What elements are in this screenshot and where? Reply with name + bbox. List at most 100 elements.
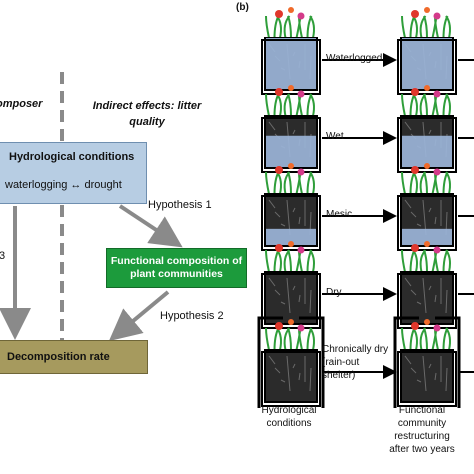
pot-tray xyxy=(261,117,321,173)
arrow-hypothesis-2 xyxy=(108,290,170,342)
soil-texture xyxy=(292,285,296,291)
flower-red xyxy=(411,244,419,252)
water-level xyxy=(266,38,316,89)
soil-texture xyxy=(410,367,417,374)
pot-tray xyxy=(261,195,321,251)
flower-red xyxy=(275,166,283,174)
row-label-waterlogged: Waterlogged xyxy=(326,53,383,64)
soil-texture xyxy=(434,372,437,381)
pot-soil xyxy=(400,271,454,325)
soil-texture xyxy=(410,289,417,296)
arrow-hypothesis-1 xyxy=(118,204,183,248)
soil-texture xyxy=(428,285,432,291)
pot-tray xyxy=(397,195,457,251)
soil-texture xyxy=(428,129,432,135)
grass-blade xyxy=(287,15,292,39)
grass-blade xyxy=(445,171,451,195)
soil-texture xyxy=(292,207,296,213)
flower-pink xyxy=(433,90,441,98)
water-level xyxy=(402,135,452,167)
grass-blade xyxy=(423,171,428,195)
shelter-right xyxy=(299,316,325,408)
pot-tray xyxy=(261,39,321,95)
grass-blade xyxy=(401,249,406,273)
soil-texture xyxy=(309,289,312,314)
soil-texture xyxy=(404,199,412,209)
soil-texture xyxy=(298,216,301,225)
grass-blade xyxy=(309,15,315,39)
grass-blade xyxy=(445,93,451,117)
soil-texture xyxy=(298,372,301,381)
soil-texture xyxy=(280,301,286,305)
shelter-right xyxy=(435,316,461,408)
pot-soil xyxy=(400,349,454,403)
soil-texture xyxy=(445,367,448,392)
cut-label: 3 xyxy=(0,250,6,262)
functional-composition-box: Functional composition of plant communit… xyxy=(106,248,247,288)
row-label-wet: Wet xyxy=(326,131,344,142)
pot-tray xyxy=(397,273,457,329)
hydrological-conditions-box: Hydrological conditions waterlogging ↔ d… xyxy=(0,142,147,204)
flower-orange xyxy=(288,7,294,13)
soil-texture xyxy=(268,355,276,365)
flower-pink xyxy=(297,12,305,20)
flower-pink xyxy=(297,246,305,254)
grass-blade xyxy=(309,171,315,195)
grass-blade xyxy=(265,327,270,351)
pot-tray xyxy=(397,117,457,173)
flower-orange xyxy=(288,241,294,247)
flower-orange xyxy=(288,319,294,325)
row-label-chronically-dry: Chronically dry (rain-out shelter) xyxy=(322,344,389,381)
soil-texture xyxy=(428,207,432,213)
flower-red xyxy=(275,10,283,18)
grass-blade xyxy=(423,249,428,273)
grass-blade xyxy=(287,327,292,351)
flower-pink xyxy=(297,90,305,98)
panel-b-label: (b) xyxy=(236,2,249,13)
grass-blade xyxy=(445,249,451,273)
flower-orange xyxy=(424,163,430,169)
pot-tray xyxy=(397,39,457,95)
flower-pink xyxy=(433,168,441,176)
soil-texture xyxy=(445,289,448,314)
pot-soil xyxy=(264,271,318,325)
row-label-dry: Dry xyxy=(326,287,342,298)
flower-orange xyxy=(424,7,430,13)
caption-functional: Functional community restructuring after… xyxy=(389,405,455,455)
soil-texture xyxy=(292,363,296,369)
grass-blade xyxy=(445,327,451,351)
flower-red xyxy=(411,88,419,96)
flower-pink xyxy=(433,324,441,332)
grass-blade xyxy=(287,171,292,195)
grass-blade xyxy=(265,171,270,195)
grass-blade xyxy=(287,93,292,117)
soil-texture xyxy=(309,367,312,392)
soil-texture xyxy=(274,289,281,296)
soil-texture xyxy=(404,121,412,131)
hypothesis-1-label: Hypothesis 1 xyxy=(148,199,212,211)
flower-red xyxy=(411,10,419,18)
grass-blade xyxy=(401,15,406,39)
soil-texture xyxy=(434,294,437,303)
soil-texture xyxy=(274,211,281,218)
grass-blade xyxy=(287,249,292,273)
flower-red xyxy=(275,244,283,252)
shelter-left xyxy=(257,316,283,408)
grass-blade xyxy=(401,327,406,351)
row-label-mesic: Mesic xyxy=(326,209,353,220)
flower-orange xyxy=(424,85,430,91)
grass-blade xyxy=(309,327,315,351)
decomposer-label: omposer xyxy=(0,98,43,110)
water-level xyxy=(266,135,316,167)
flower-orange xyxy=(424,319,430,325)
decomposition-rate-box: Decomposition rate xyxy=(0,340,148,374)
grass-blade xyxy=(423,327,428,351)
flower-pink xyxy=(297,168,305,176)
grass-blade xyxy=(309,249,315,273)
pot-tray xyxy=(397,351,457,407)
soil-texture xyxy=(280,379,286,383)
soil-texture xyxy=(416,301,422,305)
soil-texture xyxy=(416,379,422,383)
flower-red xyxy=(275,88,283,96)
